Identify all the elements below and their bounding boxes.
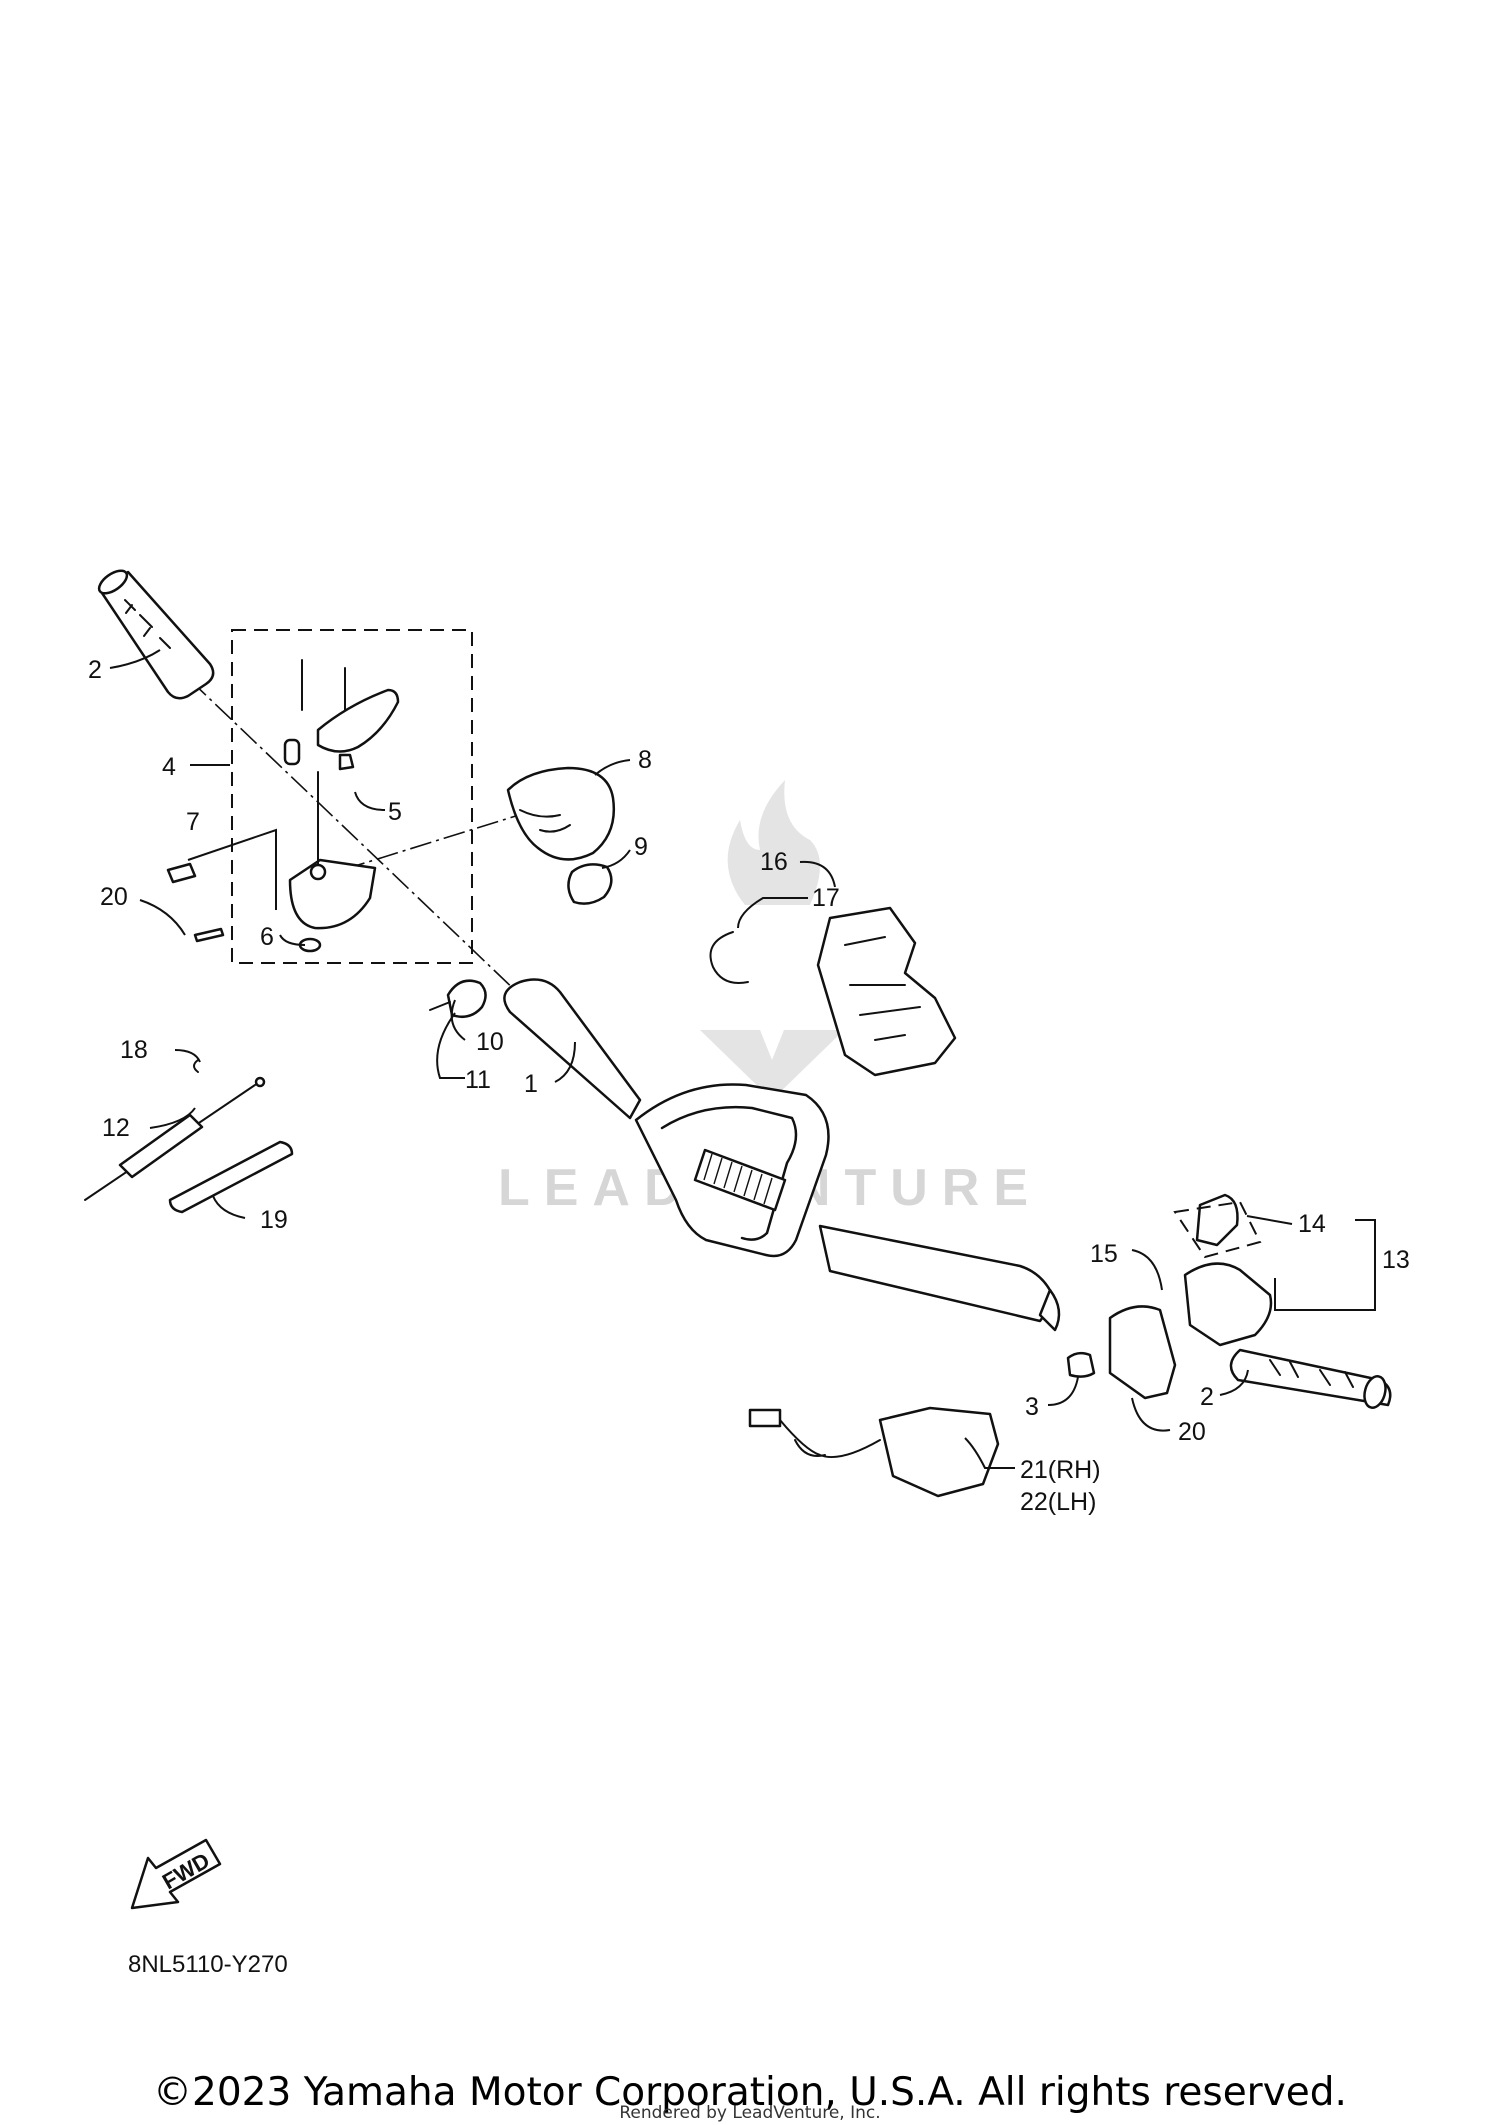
callout-2-right: 2 bbox=[1200, 1383, 1214, 1411]
callout-21-rh: 21(RH) bbox=[1020, 1456, 1101, 1484]
switch-10 bbox=[446, 979, 487, 1018]
assembly-box-4 bbox=[231, 629, 473, 964]
part-code: 8NL5110-Y270 bbox=[128, 1951, 288, 1978]
cable-12 bbox=[84, 1076, 266, 1201]
callout-8: 8 bbox=[638, 746, 652, 774]
callout-15: 15 bbox=[1090, 1240, 1118, 1268]
handlebar-cover-8 bbox=[506, 766, 615, 861]
label-7 bbox=[166, 862, 197, 884]
callout-11: 11 bbox=[465, 1066, 491, 1094]
end-cap-3 bbox=[1066, 1351, 1096, 1378]
fwd-arrow-icon: FWD bbox=[130, 1838, 222, 1910]
callouts: 2 4 5 7 20 6 8 9 10 11 1 16 17 18 12 19 … bbox=[88, 656, 1410, 1516]
callout-3: 3 bbox=[1025, 1393, 1039, 1421]
screw-20-left bbox=[193, 927, 225, 943]
clip-18 bbox=[193, 1059, 199, 1073]
callout-18: 18 bbox=[120, 1036, 148, 1064]
callout-17: 17 bbox=[812, 884, 840, 912]
callout-13: 13 bbox=[1382, 1246, 1410, 1274]
center-axis-line bbox=[189, 679, 521, 996]
rendered-by: Rendered by LeadVenture, Inc. bbox=[619, 2103, 881, 2123]
holder-16 bbox=[816, 906, 957, 1077]
leader-lines bbox=[109, 649, 1376, 1469]
ring-17 bbox=[709, 931, 749, 984]
callout-12: 12 bbox=[102, 1114, 130, 1142]
bracket-15 bbox=[1108, 1305, 1177, 1400]
callout-4: 4 bbox=[162, 753, 176, 781]
copyright-notice: ©2023 Yamaha Motor Corporation, U.S.A. A… bbox=[153, 2070, 1347, 2115]
clamp-9 bbox=[567, 863, 613, 905]
callout-9: 9 bbox=[634, 833, 648, 861]
callout-5: 5 bbox=[388, 798, 402, 826]
callout-19: 19 bbox=[260, 1206, 288, 1234]
callout-16: 16 bbox=[760, 848, 788, 876]
callout-14: 14 bbox=[1298, 1210, 1326, 1238]
harness-21-22 bbox=[748, 1406, 1000, 1498]
callout-22-lh: 22(LH) bbox=[1020, 1488, 1096, 1516]
callout-10: 10 bbox=[476, 1028, 504, 1056]
tube-19 bbox=[168, 1140, 294, 1214]
throttle-assembly bbox=[283, 659, 400, 953]
left-grip bbox=[97, 569, 215, 700]
switch-assembly-13 bbox=[1173, 1193, 1273, 1347]
right-grip bbox=[1229, 1348, 1392, 1409]
screw-11 bbox=[429, 1001, 451, 1011]
handlebar-1 bbox=[503, 978, 1061, 1332]
callout-20-right: 20 bbox=[1178, 1418, 1206, 1446]
callout-7: 7 bbox=[186, 808, 200, 836]
callout-6: 6 bbox=[260, 923, 274, 951]
callout-1: 1 bbox=[524, 1070, 538, 1098]
callout-20-left: 20 bbox=[100, 883, 128, 911]
callout-2-left: 2 bbox=[88, 656, 102, 684]
